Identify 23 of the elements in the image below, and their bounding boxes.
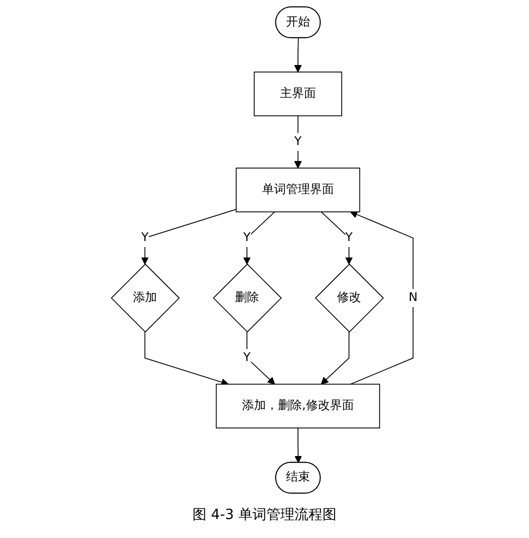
arrow xyxy=(243,211,276,264)
node-diamond: 修改 xyxy=(314,264,384,333)
arrow xyxy=(141,208,237,264)
arrow xyxy=(294,428,302,464)
node-diamond: 删除 xyxy=(212,264,282,333)
edge-label: Y xyxy=(294,134,302,148)
edge-label: N xyxy=(408,290,418,304)
node-box: 主界面 xyxy=(254,72,342,116)
node-box: 单词管理界面 xyxy=(236,168,360,212)
arrow xyxy=(320,331,350,385)
arrow xyxy=(320,211,353,264)
edge-label: Y xyxy=(243,350,251,364)
arrow xyxy=(144,331,229,386)
node-box: 添加，删除,修改界面 xyxy=(216,384,380,428)
node-diamond: 添加 xyxy=(110,264,180,333)
edge-label: Y xyxy=(141,230,149,244)
arrow xyxy=(294,38,302,72)
arrow xyxy=(350,210,414,385)
edge-label: Y xyxy=(243,230,251,244)
edge-label: Y xyxy=(345,230,353,244)
figure-caption: 图 4-3 单词管理流程图 xyxy=(192,506,336,524)
arrow xyxy=(294,115,302,168)
arrow xyxy=(246,331,276,385)
